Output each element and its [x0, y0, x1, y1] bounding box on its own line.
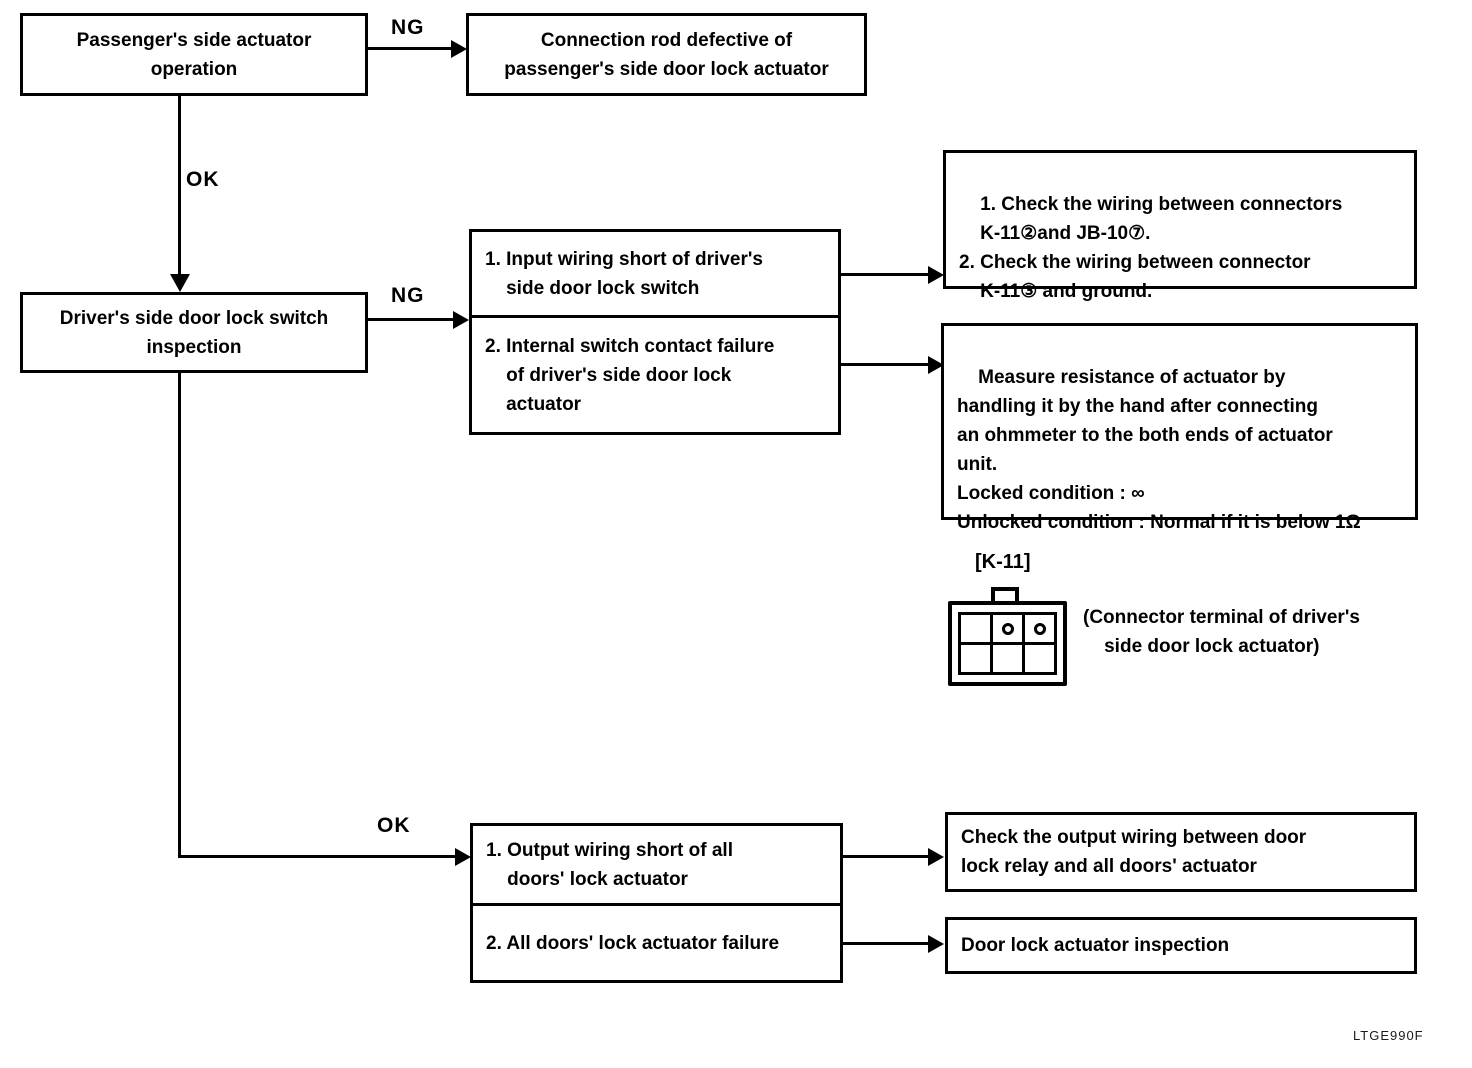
terminal-cell	[993, 615, 1022, 642]
arrowhead	[455, 848, 471, 866]
node-wiring-checks: 1. Check the wiring between connectors K…	[943, 150, 1417, 302]
arrowhead	[928, 934, 944, 953]
edge-label-ok-bottom: OK	[377, 814, 411, 837]
arrowhead	[928, 265, 944, 284]
connector-line	[841, 363, 930, 366]
node-driver-causes-item2: 2. Internal switch contact failure of dr…	[472, 318, 838, 432]
arrowhead	[451, 39, 467, 58]
node-text: 2. Internal switch contact failure of dr…	[485, 335, 775, 415]
connector-line	[841, 942, 930, 945]
node-output-causes-item1: 1. Output wiring short of all doors' loc…	[473, 826, 840, 906]
terminal-cell	[1025, 645, 1054, 672]
node-text: Passenger's side actuator operation	[76, 29, 312, 80]
node-output-causes: 1. Output wiring short of all doors' loc…	[470, 823, 843, 983]
edge-label-ng-top: NG	[391, 16, 425, 39]
node-measure-resistance: Measure resistance of actuator by handli…	[941, 323, 1418, 533]
terminal-pin-icon	[1001, 622, 1014, 635]
connector-line	[841, 273, 930, 276]
terminal-cell	[993, 645, 1022, 672]
edge-label-ng-mid: NG	[391, 284, 425, 307]
arrowhead	[453, 310, 469, 329]
terminal-cell	[961, 645, 990, 672]
node-check-output-wiring: Check the output wiring between door loc…	[945, 812, 1417, 892]
edge-label-ok-top: OK	[186, 168, 220, 191]
node-text: 1. Output wiring short of all doors' loc…	[486, 839, 733, 890]
node-passenger-actuator-operation: Passenger's side actuator operation	[20, 13, 368, 96]
node-driver-causes: 1. Input wiring short of driver's side d…	[469, 229, 841, 435]
node-text: 1. Check the wiring between connectors K…	[959, 194, 1343, 302]
node-text: Check the output wiring between door loc…	[961, 827, 1307, 877]
connector-line	[368, 318, 454, 321]
k11-connector-label: [K-11]	[975, 551, 1031, 573]
node-text: Measure resistance of actuator by handli…	[957, 367, 1361, 533]
connector-line	[178, 370, 181, 858]
arrowhead	[928, 847, 944, 866]
node-text: Door lock actuator inspection	[961, 935, 1230, 956]
k11-connector-terminals	[958, 612, 1057, 675]
figure-code: LTGE990F	[1353, 1028, 1424, 1043]
terminal-cell	[961, 615, 990, 642]
terminal-pin-icon	[1033, 622, 1046, 635]
node-output-causes-item2: 2. All doors' lock actuator failure	[473, 906, 840, 980]
node-door-lock-actuator-inspection: Door lock actuator inspection	[945, 917, 1417, 974]
connector-line	[368, 47, 454, 50]
node-text: Driver's side door lock switch inspectio…	[59, 307, 329, 358]
terminal-cell	[1025, 615, 1054, 642]
node-text: 2. All doors' lock actuator failure	[486, 932, 780, 954]
connector-line	[178, 855, 456, 858]
node-text: Connection rod defective of passenger's …	[504, 29, 829, 80]
arrowhead	[928, 355, 944, 374]
node-connection-rod-defective: Connection rod defective of passenger's …	[466, 13, 867, 96]
connector-line	[178, 96, 181, 276]
k11-connector-caption: (Connector terminal of driver's side doo…	[1083, 607, 1360, 657]
node-driver-switch-inspection: Driver's side door lock switch inspectio…	[20, 292, 368, 373]
node-driver-causes-item1: 1. Input wiring short of driver's side d…	[472, 232, 838, 318]
node-text: 1. Input wiring short of driver's side d…	[485, 248, 763, 299]
arrowhead	[169, 274, 190, 292]
connector-line	[841, 855, 930, 858]
